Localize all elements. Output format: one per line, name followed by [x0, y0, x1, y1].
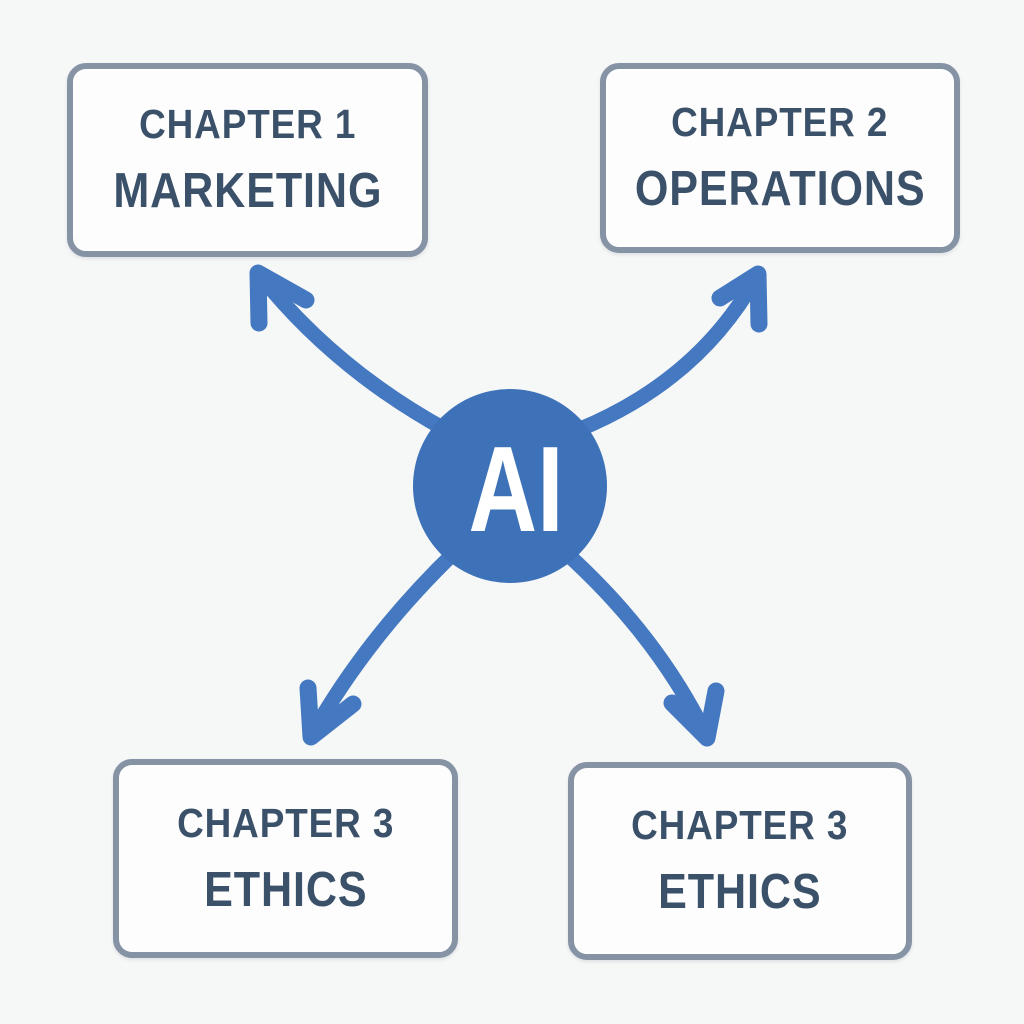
arrowhead-icon [711, 265, 768, 333]
arrow-shaft [250, 265, 454, 438]
arrow-to-bottom-right [557, 544, 725, 747]
node-chapter-label: CHAPTER 1 [138, 101, 357, 147]
node-chapter-label: CHAPTER 2 [671, 99, 889, 145]
arrowhead-icon [299, 679, 362, 746]
arrow-shaft [557, 544, 715, 745]
node-chapter-2-operations: CHAPTER 2 OPERATIONS [600, 63, 960, 253]
arrowhead-icon [249, 264, 315, 332]
node-topic-label: OPERATIONS [634, 162, 926, 216]
arrow-to-bottom-left [299, 544, 463, 746]
arrowhead-icon [663, 682, 725, 747]
node-topic-label: MARKETING [112, 164, 383, 218]
node-chapter-1-marketing: CHAPTER 1 MARKETING [67, 63, 428, 257]
ai-node-label: AI [469, 421, 564, 557]
arrow-shaft [303, 544, 463, 744]
node-topic-label: ETHICS [203, 862, 368, 917]
node-topic-label: ETHICS [658, 865, 822, 919]
node-chapter-label: CHAPTER 3 [176, 799, 395, 846]
node-chapter-3-ethics-right: CHAPTER 3 ETHICS [568, 762, 912, 960]
node-chapter-label: CHAPTER 3 [631, 802, 849, 848]
arrow-to-top-left [249, 264, 454, 438]
ai-node-circle [413, 389, 607, 583]
arrow-shaft [570, 266, 766, 438]
arrow-to-top-right [570, 265, 768, 438]
node-chapter-3-ethics-left: CHAPTER 3 ETHICS [113, 759, 458, 958]
